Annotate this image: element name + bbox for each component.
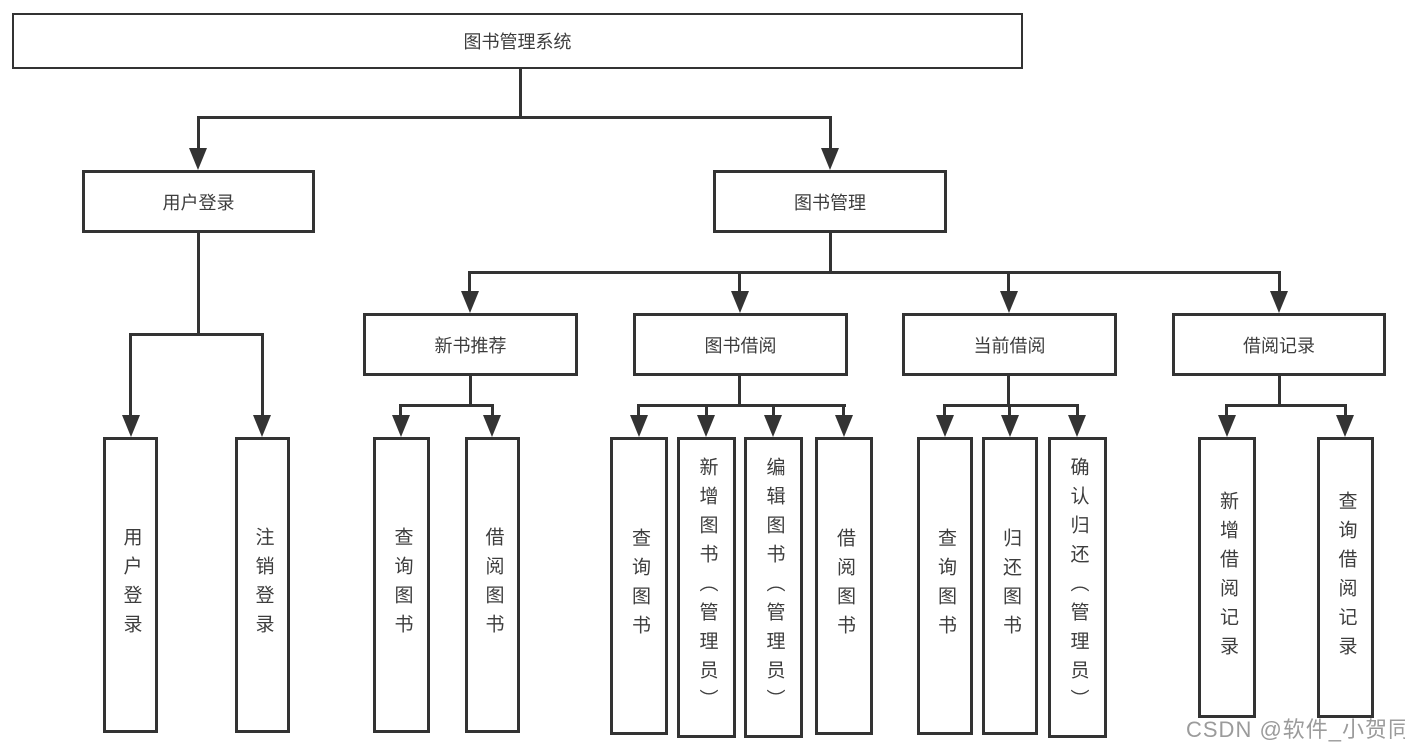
leaf-add-borrow-record: 新增借阅记录 xyxy=(1198,437,1256,718)
leaf-label: 查询图书 xyxy=(628,528,650,644)
arrow-down-icon xyxy=(936,415,954,437)
arrow-down-icon xyxy=(821,148,839,170)
leaf-query-books-borrow: 查询图书 xyxy=(610,437,668,735)
node-label: 当前借阅 xyxy=(973,335,1046,356)
connector-line xyxy=(1344,404,1347,417)
connector-line xyxy=(519,69,522,117)
arrow-down-icon xyxy=(392,415,410,437)
connector-line xyxy=(197,233,200,335)
leaf-query-books-current: 查询图书 xyxy=(917,437,973,735)
connector-line xyxy=(943,404,1079,407)
watermark: CSDN @软件_小贺同学 xyxy=(1186,717,1405,742)
connector-line xyxy=(1278,271,1281,293)
node-label: 用户登录 xyxy=(162,192,235,213)
leaf-query-books-recommend: 查询图书 xyxy=(373,437,430,733)
connector-line xyxy=(197,116,200,150)
connector-line xyxy=(1278,376,1281,406)
connector-line xyxy=(468,271,1281,274)
leaf-label: 新增图书（管理员） xyxy=(696,457,718,718)
leaf-label: 查询图书 xyxy=(934,528,956,644)
connector-line xyxy=(468,271,471,293)
leaf-confirm-return-admin: 确认归还（管理员） xyxy=(1048,437,1107,738)
leaf-label: 编辑图书（管理员） xyxy=(763,457,785,718)
connector-line xyxy=(491,404,494,417)
connector-line xyxy=(842,404,845,417)
connector-line xyxy=(1007,376,1010,406)
connector-line xyxy=(129,333,132,417)
arrow-down-icon xyxy=(835,415,853,437)
leaf-logout: 注销登录 xyxy=(235,437,290,733)
connector-line xyxy=(469,376,472,406)
leaf-borrow-books-recommend: 借阅图书 xyxy=(465,437,520,733)
node-library-system: 图书管理系统 xyxy=(12,13,1023,69)
node-book-management: 图书管理 xyxy=(713,170,947,233)
connector-line xyxy=(705,404,708,417)
arrow-down-icon xyxy=(1000,291,1018,313)
arrow-down-icon xyxy=(697,415,715,437)
node-label: 图书管理 xyxy=(794,192,866,213)
leaf-label: 借阅图书 xyxy=(482,527,504,643)
connector-line xyxy=(637,404,846,407)
leaf-label: 查询图书 xyxy=(391,527,413,643)
leaf-label: 注销登录 xyxy=(252,527,274,643)
connector-line xyxy=(738,271,741,293)
arrow-down-icon xyxy=(483,415,501,437)
connector-line xyxy=(1076,404,1079,417)
arrow-down-icon xyxy=(1336,415,1354,437)
arrow-down-icon xyxy=(1001,415,1019,437)
connector-line xyxy=(129,333,264,336)
leaf-label: 归还图书 xyxy=(999,528,1021,644)
arrow-down-icon xyxy=(764,415,782,437)
node-label: 借阅记录 xyxy=(1243,335,1315,356)
connector-line xyxy=(399,404,494,407)
leaf-label: 用户登录 xyxy=(120,527,142,643)
node-label: 图书借阅 xyxy=(704,335,777,356)
arrow-down-icon xyxy=(189,148,207,170)
node-new-book-recommend: 新书推荐 xyxy=(363,313,578,376)
connector-line xyxy=(829,116,832,150)
connector-line xyxy=(943,404,946,417)
leaf-label: 新增借阅记录 xyxy=(1216,490,1238,665)
connector-line xyxy=(738,376,741,406)
leaf-add-book-admin: 新增图书（管理员） xyxy=(677,437,736,738)
arrow-down-icon xyxy=(1068,415,1086,437)
leaf-user-login: 用户登录 xyxy=(103,437,158,733)
arrow-down-icon xyxy=(461,291,479,313)
arrow-down-icon xyxy=(1218,415,1236,437)
arrow-down-icon xyxy=(122,415,140,437)
connector-line xyxy=(829,233,832,273)
node-label: 新书推荐 xyxy=(434,335,507,356)
node-user-login: 用户登录 xyxy=(82,170,315,233)
connector-line xyxy=(261,333,264,417)
connector-line xyxy=(1225,404,1347,407)
connector-line xyxy=(1007,271,1010,293)
arrow-down-icon xyxy=(1270,291,1288,313)
node-borrowing-records: 借阅记录 xyxy=(1172,313,1386,376)
connector-line xyxy=(1225,404,1228,417)
node-label: 图书管理系统 xyxy=(463,32,572,52)
leaf-label: 查询借阅记录 xyxy=(1335,490,1357,665)
leaf-label: 借阅图书 xyxy=(833,528,855,644)
connector-line xyxy=(772,404,775,417)
connector-line xyxy=(1008,404,1011,417)
leaf-label: 确认归还（管理员） xyxy=(1067,457,1089,718)
leaf-borrow-books-borrow: 借阅图书 xyxy=(815,437,873,735)
arrow-down-icon xyxy=(630,415,648,437)
leaf-query-borrow-record: 查询借阅记录 xyxy=(1317,437,1374,718)
connector-line xyxy=(197,116,832,119)
connector-line xyxy=(637,404,640,417)
node-book-borrowing: 图书借阅 xyxy=(633,313,848,376)
arrow-down-icon xyxy=(253,415,271,437)
leaf-edit-book-admin: 编辑图书（管理员） xyxy=(744,437,803,738)
arrow-down-icon xyxy=(731,291,749,313)
connector-line xyxy=(399,404,402,417)
node-current-borrowing: 当前借阅 xyxy=(902,313,1117,376)
leaf-return-books: 归还图书 xyxy=(982,437,1038,735)
